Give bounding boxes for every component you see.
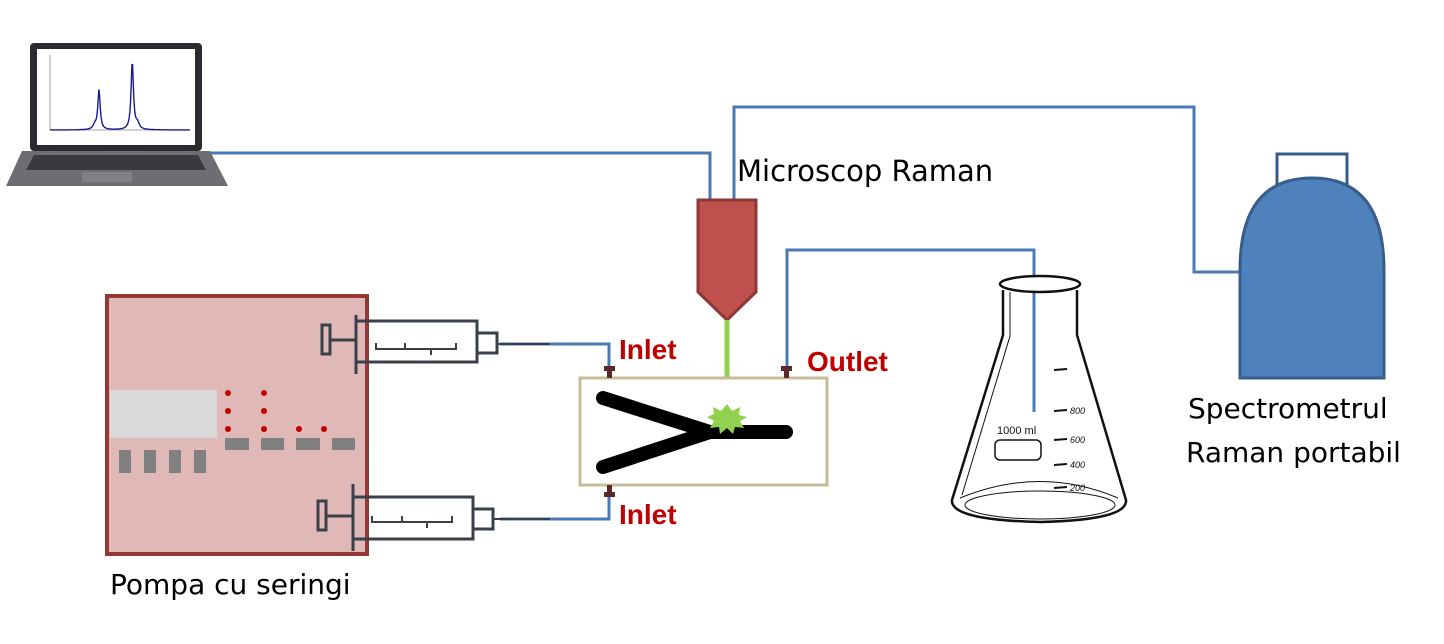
portable-raman-spectrometer — [1238, 152, 1386, 380]
inlet-bottom-label: Inlet — [619, 499, 677, 530]
spectrometer-label-line1: Spectrometrul — [1188, 392, 1388, 425]
spectrometer-label-line2: Raman portabil — [1186, 436, 1401, 469]
laptop — [6, 43, 228, 186]
inlet-top-label: Inlet — [619, 334, 677, 365]
laptop-spectrum-plot — [49, 55, 190, 131]
erlenmeyer-flask — [950, 274, 1128, 524]
spectrum-line — [50, 63, 190, 131]
spectrometer-cable — [732, 105, 1245, 274]
syringe-top — [320, 315, 550, 374]
microscope-label: Microscop Raman — [737, 154, 994, 188]
outlet-label: Outlet — [807, 346, 888, 377]
pump-buttons — [119, 438, 355, 473]
flask-grad-200: 200 — [1069, 483, 1085, 493]
flask-grad-400: 400 — [1070, 460, 1085, 470]
pump-display — [110, 390, 217, 438]
flask-grad-600: 600 — [1070, 435, 1085, 445]
laptop-cable — [205, 151, 712, 200]
pump-indicator-leds — [225, 390, 327, 432]
flask-grad-800: 800 — [1070, 406, 1085, 416]
pump-label: Pompa cu seringi — [110, 568, 351, 601]
inlet-tube-bottom — [500, 497, 611, 521]
outlet-tube — [785, 248, 1036, 412]
laser-spot — [707, 404, 747, 434]
raman-microscope — [696, 198, 758, 323]
flask-volume-label: 1000 ml — [997, 425, 1036, 437]
microfluidic-chip — [578, 366, 829, 497]
inlet-tube-top — [500, 342, 611, 366]
laptop-screen — [37, 49, 195, 145]
syringe-bottom — [316, 484, 550, 551]
